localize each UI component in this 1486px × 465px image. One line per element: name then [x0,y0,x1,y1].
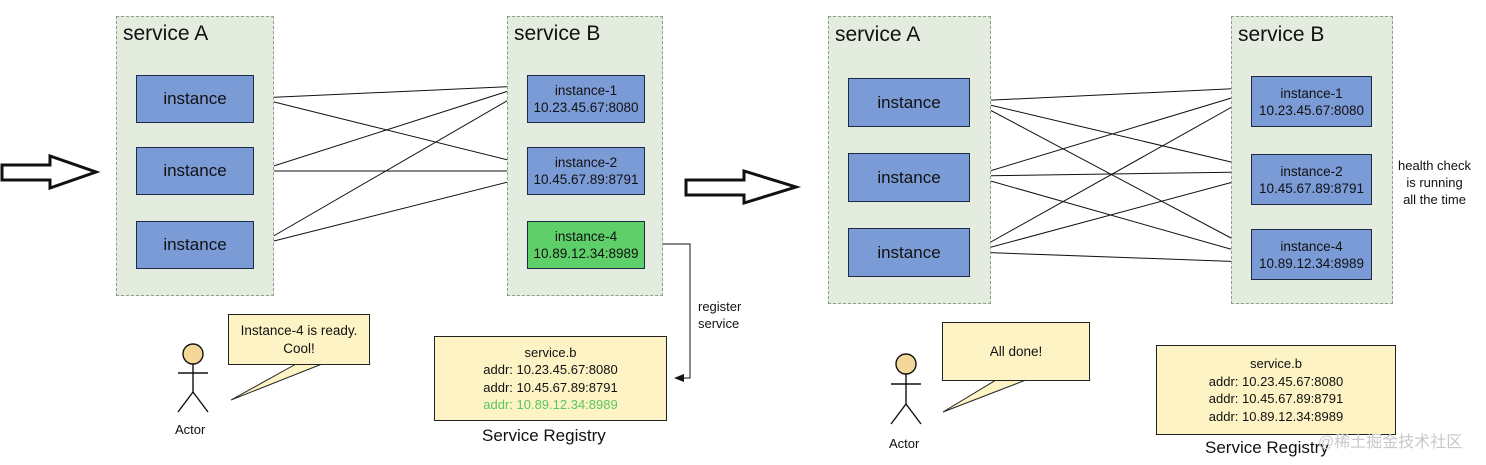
service-a-instance[interactable]: instance [136,221,254,269]
registry-caption: Service Registry [482,426,606,445]
service-registry-note: service.b addr: 10.23.45.67:8080 addr: 1… [434,336,667,421]
service-b-instance-4-new[interactable]: instance-4 10.89.12.34:8989 [527,221,645,269]
group-title: service A [835,23,921,46]
speech-line: Cool! [283,340,315,356]
instance-name: instance-2 [554,155,618,170]
register-arrow [645,243,691,382]
registry-title: service.b [524,344,577,360]
instance-addr: 10.89.12.34:8989 [1258,255,1365,271]
actor-icon [890,353,922,425]
transition-arrow-icon [0,153,101,191]
service-a-instance[interactable]: instance [848,78,970,127]
service-b-instance-1[interactable]: instance-1 10.23.45.67:8080 [1251,76,1372,127]
service-a-instance[interactable]: instance [848,228,970,277]
speech-line: All done! [989,343,1043,359]
registry-entry: addr: 10.45.67.89:8791 [1208,391,1344,406]
instance-name: instance-1 [554,83,618,98]
instance-addr: 10.23.45.67:8080 [533,100,639,115]
registry-entry: addr: 10.23.45.67:8080 [483,362,618,377]
speech-bubble: Instance-4 is ready. Cool! [228,314,370,365]
right-call-arrows [972,84,1249,266]
group-title: service B [514,22,601,45]
registry-entry: addr: 10.23.45.67:8080 [1208,373,1344,389]
registry-entry: addr: 10.45.67.89:8791 [483,379,618,395]
instance-name: instance-2 [1280,163,1343,179]
registry-caption: Service Registry [1205,438,1329,457]
health-check-label: health check is running all the time [1398,158,1471,207]
service-a-instance[interactable]: instance [136,75,254,123]
service-b-instance-4[interactable]: instance-4 10.89.12.34:8989 [1251,229,1372,280]
service-a-instance[interactable]: instance [848,153,970,202]
actor-label: Actor [175,422,206,437]
service-b-instance-2[interactable]: instance-2 10.45.67.89:8791 [1251,154,1372,205]
instance-name: instance-4 [1280,238,1343,254]
speech-bubble: All done! [942,322,1090,381]
actor-label: Actor [889,436,920,451]
service-b-instance-1[interactable]: instance-1 10.23.45.67:8080 [527,75,645,123]
actor-icon [177,343,209,413]
instance-addr: 10.45.67.89:8791 [1258,180,1365,196]
transition-arrow-icon [684,168,802,206]
service-registry-note: service.b addr: 10.23.45.67:8080 addr: 1… [1156,345,1396,435]
registry-title: service.b [1249,356,1303,371]
registry-entry: addr: 10.89.12.34:8989 [1208,408,1344,424]
speech-tail [230,363,323,401]
instance-addr: 10.89.12.34:8989 [533,246,639,261]
speech-tail [942,379,1027,413]
instance-name: instance-4 [554,229,618,244]
left-call-arrows [257,82,525,246]
instance-addr: 10.45.67.89:8791 [533,172,639,187]
speech-line: Instance-4 is ready. [240,322,358,338]
group-title: service B [1238,23,1325,46]
service-b-instance-2[interactable]: instance-2 10.45.67.89:8791 [527,147,645,195]
instance-name: instance-1 [1280,85,1343,101]
instance-addr: 10.23.45.67:8080 [1258,102,1365,118]
group-title: service A [123,22,209,45]
watermark: @稀土掘金技术社区 [1318,434,1463,451]
register-service-label: register service [698,299,742,331]
registry-entry-new: addr: 10.89.12.34:8989 [483,397,618,412]
service-a-instance[interactable]: instance [136,147,254,195]
